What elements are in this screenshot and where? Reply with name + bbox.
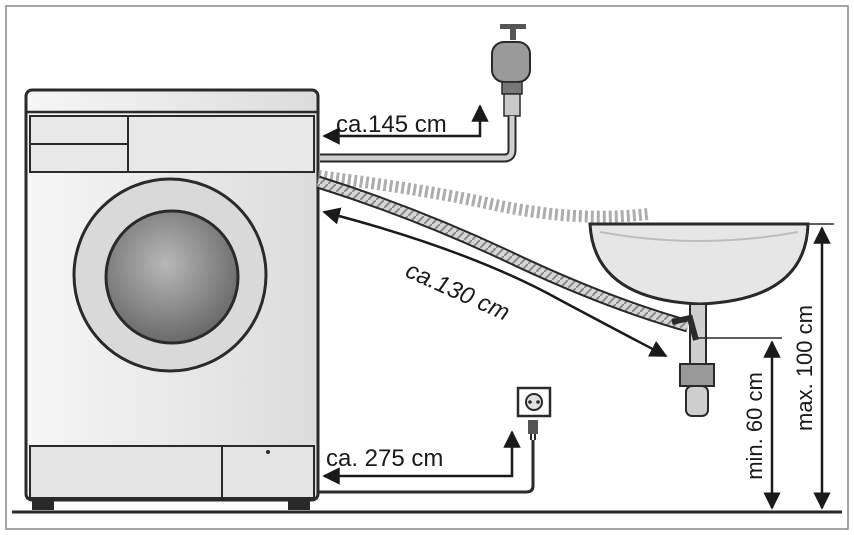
power-socket-icon	[516, 386, 552, 440]
water-tap-icon	[491, 24, 531, 117]
service-panel	[29, 445, 315, 499]
max-height-label: max. 100 cm	[792, 305, 817, 431]
machine-foot-right	[288, 500, 310, 510]
door-glass	[104, 209, 240, 345]
drain-hook	[671, 314, 699, 341]
power-cable-label: ca. 275 cm	[326, 445, 443, 472]
drain-length-arrow	[322, 207, 668, 358]
min-height-label: min. 60 cm	[742, 372, 767, 480]
sink-basin-icon	[588, 222, 810, 417]
drain-hose-label: ca.130 cm	[402, 257, 514, 327]
inlet-length-arrow	[322, 104, 489, 145]
washing-machine	[24, 88, 320, 510]
cable-length-arrow	[322, 430, 521, 485]
frame-border	[5, 5, 849, 530]
power-cable	[318, 440, 535, 494]
machine-foot-left	[32, 500, 54, 510]
inlet-hose-label: ca.145 cm	[336, 111, 447, 138]
